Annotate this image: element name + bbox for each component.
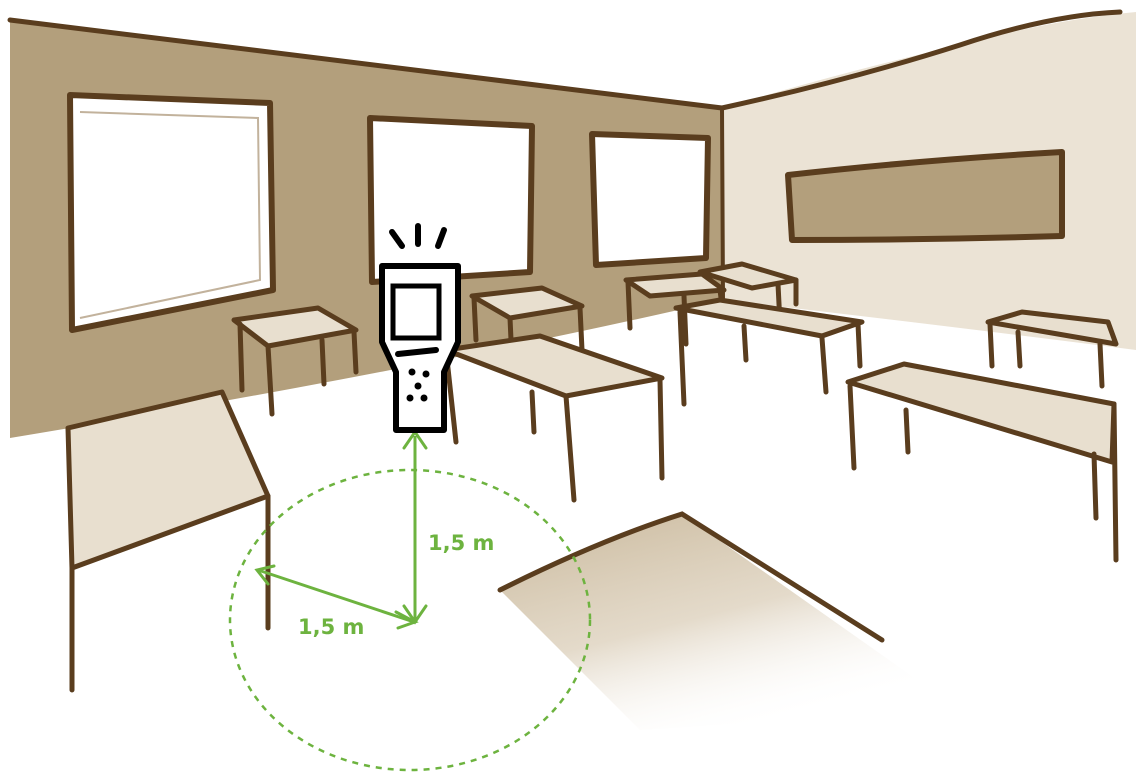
- desk-center: [446, 336, 662, 500]
- desk-right: [848, 364, 1116, 560]
- window-right: [592, 134, 708, 265]
- floor-shadow: [500, 514, 960, 730]
- vertical-distance-arrow: [404, 432, 426, 622]
- desk-far-right: [988, 312, 1116, 386]
- measuring-device-icon: [382, 266, 458, 430]
- desk-mid-right: [676, 300, 862, 404]
- window-left: [70, 95, 273, 330]
- vertical-distance-label: 1,5 m: [428, 531, 494, 555]
- desk-front-left: [68, 392, 268, 690]
- window-middle: [370, 118, 532, 282]
- horizontal-distance-label: 1,5 m: [298, 615, 364, 639]
